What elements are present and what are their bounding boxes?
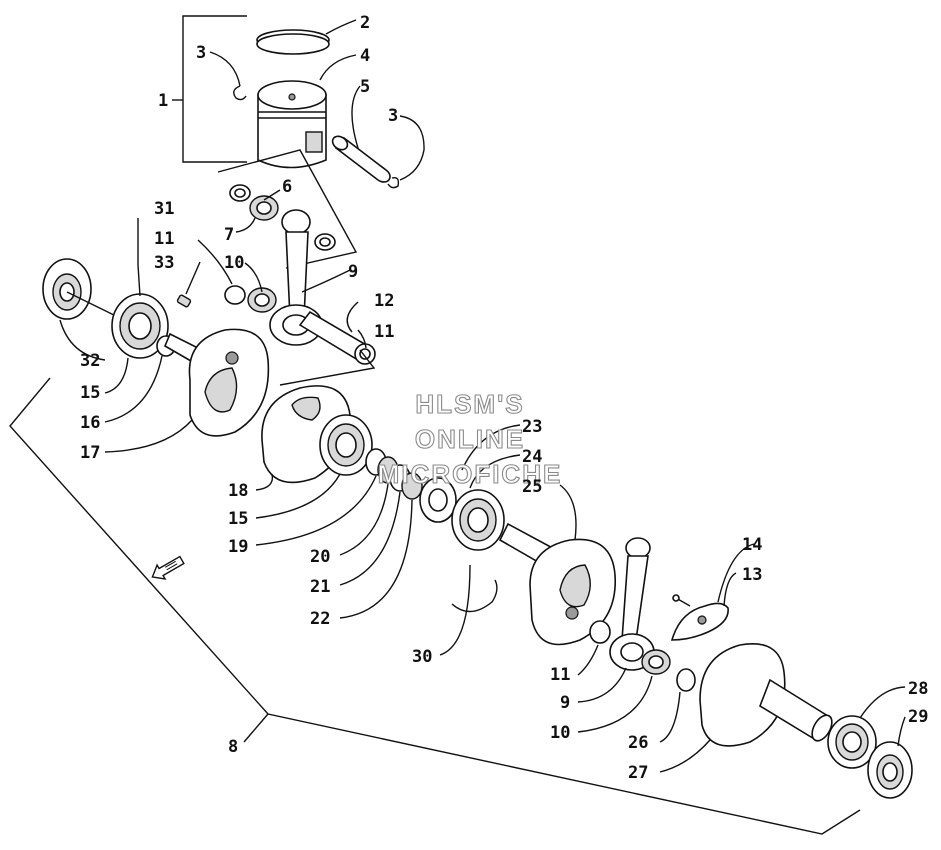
callout-2: 2 <box>360 13 370 33</box>
callout-4: 4 <box>360 46 370 66</box>
front-direction-arrow-icon <box>151 555 185 580</box>
callout-15: 15 <box>228 509 248 529</box>
callout-9: 9 <box>560 693 570 713</box>
center-seal-washer <box>419 477 457 523</box>
callout-11: 11 <box>154 229 174 249</box>
callout-15: 15 <box>80 383 100 403</box>
big-end-bearing-upper <box>224 285 277 313</box>
callout-25: 25 <box>522 477 542 497</box>
callout-9: 9 <box>348 262 358 282</box>
watermark-line-2: ONLINE <box>415 424 525 454</box>
watermark-line-3: MICROFICHE <box>378 459 563 489</box>
connecting-rod-lower <box>609 537 655 671</box>
thrust-washers <box>229 184 336 251</box>
callout-10: 10 <box>224 253 244 273</box>
callout-24: 24 <box>522 447 542 467</box>
crankshaft-assembly-bracket <box>9 377 861 835</box>
callout-29: 29 <box>908 707 928 727</box>
right-flywheel-output-shaft <box>699 643 833 747</box>
callout-31: 31 <box>154 199 174 219</box>
callout-19: 19 <box>228 537 248 557</box>
circlip-left <box>233 85 247 101</box>
center-main-bearing <box>319 414 373 476</box>
leader-lines <box>59 19 906 773</box>
callout-1: 1 <box>158 91 168 111</box>
counterweight-plate <box>670 602 729 641</box>
callout-11: 11 <box>374 322 394 342</box>
callout-7: 7 <box>224 225 234 245</box>
callout-14: 14 <box>742 535 762 555</box>
callout-16: 16 <box>80 413 100 433</box>
snap-ring <box>451 579 498 613</box>
screw <box>672 594 691 607</box>
callout-6: 6 <box>282 177 292 197</box>
watermark-line-1: HLSM'S <box>415 389 524 419</box>
lower-thrust-washer <box>589 620 611 644</box>
watermark: HLSM'S ONLINE MICROFICHE <box>377 388 563 489</box>
right-shaft-washer <box>676 668 696 692</box>
callout-23: 23 <box>522 417 542 437</box>
callout-21: 21 <box>310 577 330 597</box>
left-main-bearing <box>111 293 169 359</box>
callout-5: 5 <box>360 77 370 97</box>
right-main-bearing <box>451 489 505 551</box>
left-oil-seal <box>42 258 92 320</box>
callout-12: 12 <box>374 291 394 311</box>
callout-27: 27 <box>628 763 648 783</box>
callout-17: 17 <box>80 443 100 463</box>
callout-33: 33 <box>154 253 174 273</box>
left-crank-half <box>163 328 270 437</box>
woodruff-key <box>176 294 192 308</box>
piston <box>257 80 327 169</box>
callout-22: 22 <box>310 609 330 629</box>
circlip-right <box>387 176 400 189</box>
crank-pin <box>298 310 376 365</box>
right-crank-half <box>498 522 616 646</box>
piston-assembly-bracket <box>172 15 247 163</box>
callout-28: 28 <box>908 679 928 699</box>
small-end-needle-bearing <box>249 195 279 221</box>
callout-10: 10 <box>550 723 570 743</box>
right-oil-seal <box>867 741 913 799</box>
callout-26: 26 <box>628 733 648 753</box>
output-roller-bearing <box>827 715 877 769</box>
callout-3: 3 <box>196 43 206 63</box>
connecting-rod-upper <box>269 209 323 346</box>
big-end-bearing-lower <box>641 649 671 675</box>
callout-32: 32 <box>80 351 100 371</box>
labyrinth-seal-rings <box>365 448 423 500</box>
callout-11: 11 <box>550 665 570 685</box>
callout-30: 30 <box>412 647 432 667</box>
callout-3: 3 <box>388 106 398 126</box>
callout-20: 20 <box>310 547 330 567</box>
callout-18: 18 <box>228 481 248 501</box>
wrist-pin <box>331 135 391 183</box>
piston-rings <box>256 29 330 55</box>
callout-labels: 1 2 3 4 5 3 6 7 31 11 33 10 9 12 11 32 1… <box>80 13 928 783</box>
callout-8: 8 <box>228 737 238 757</box>
callout-13: 13 <box>742 565 762 585</box>
